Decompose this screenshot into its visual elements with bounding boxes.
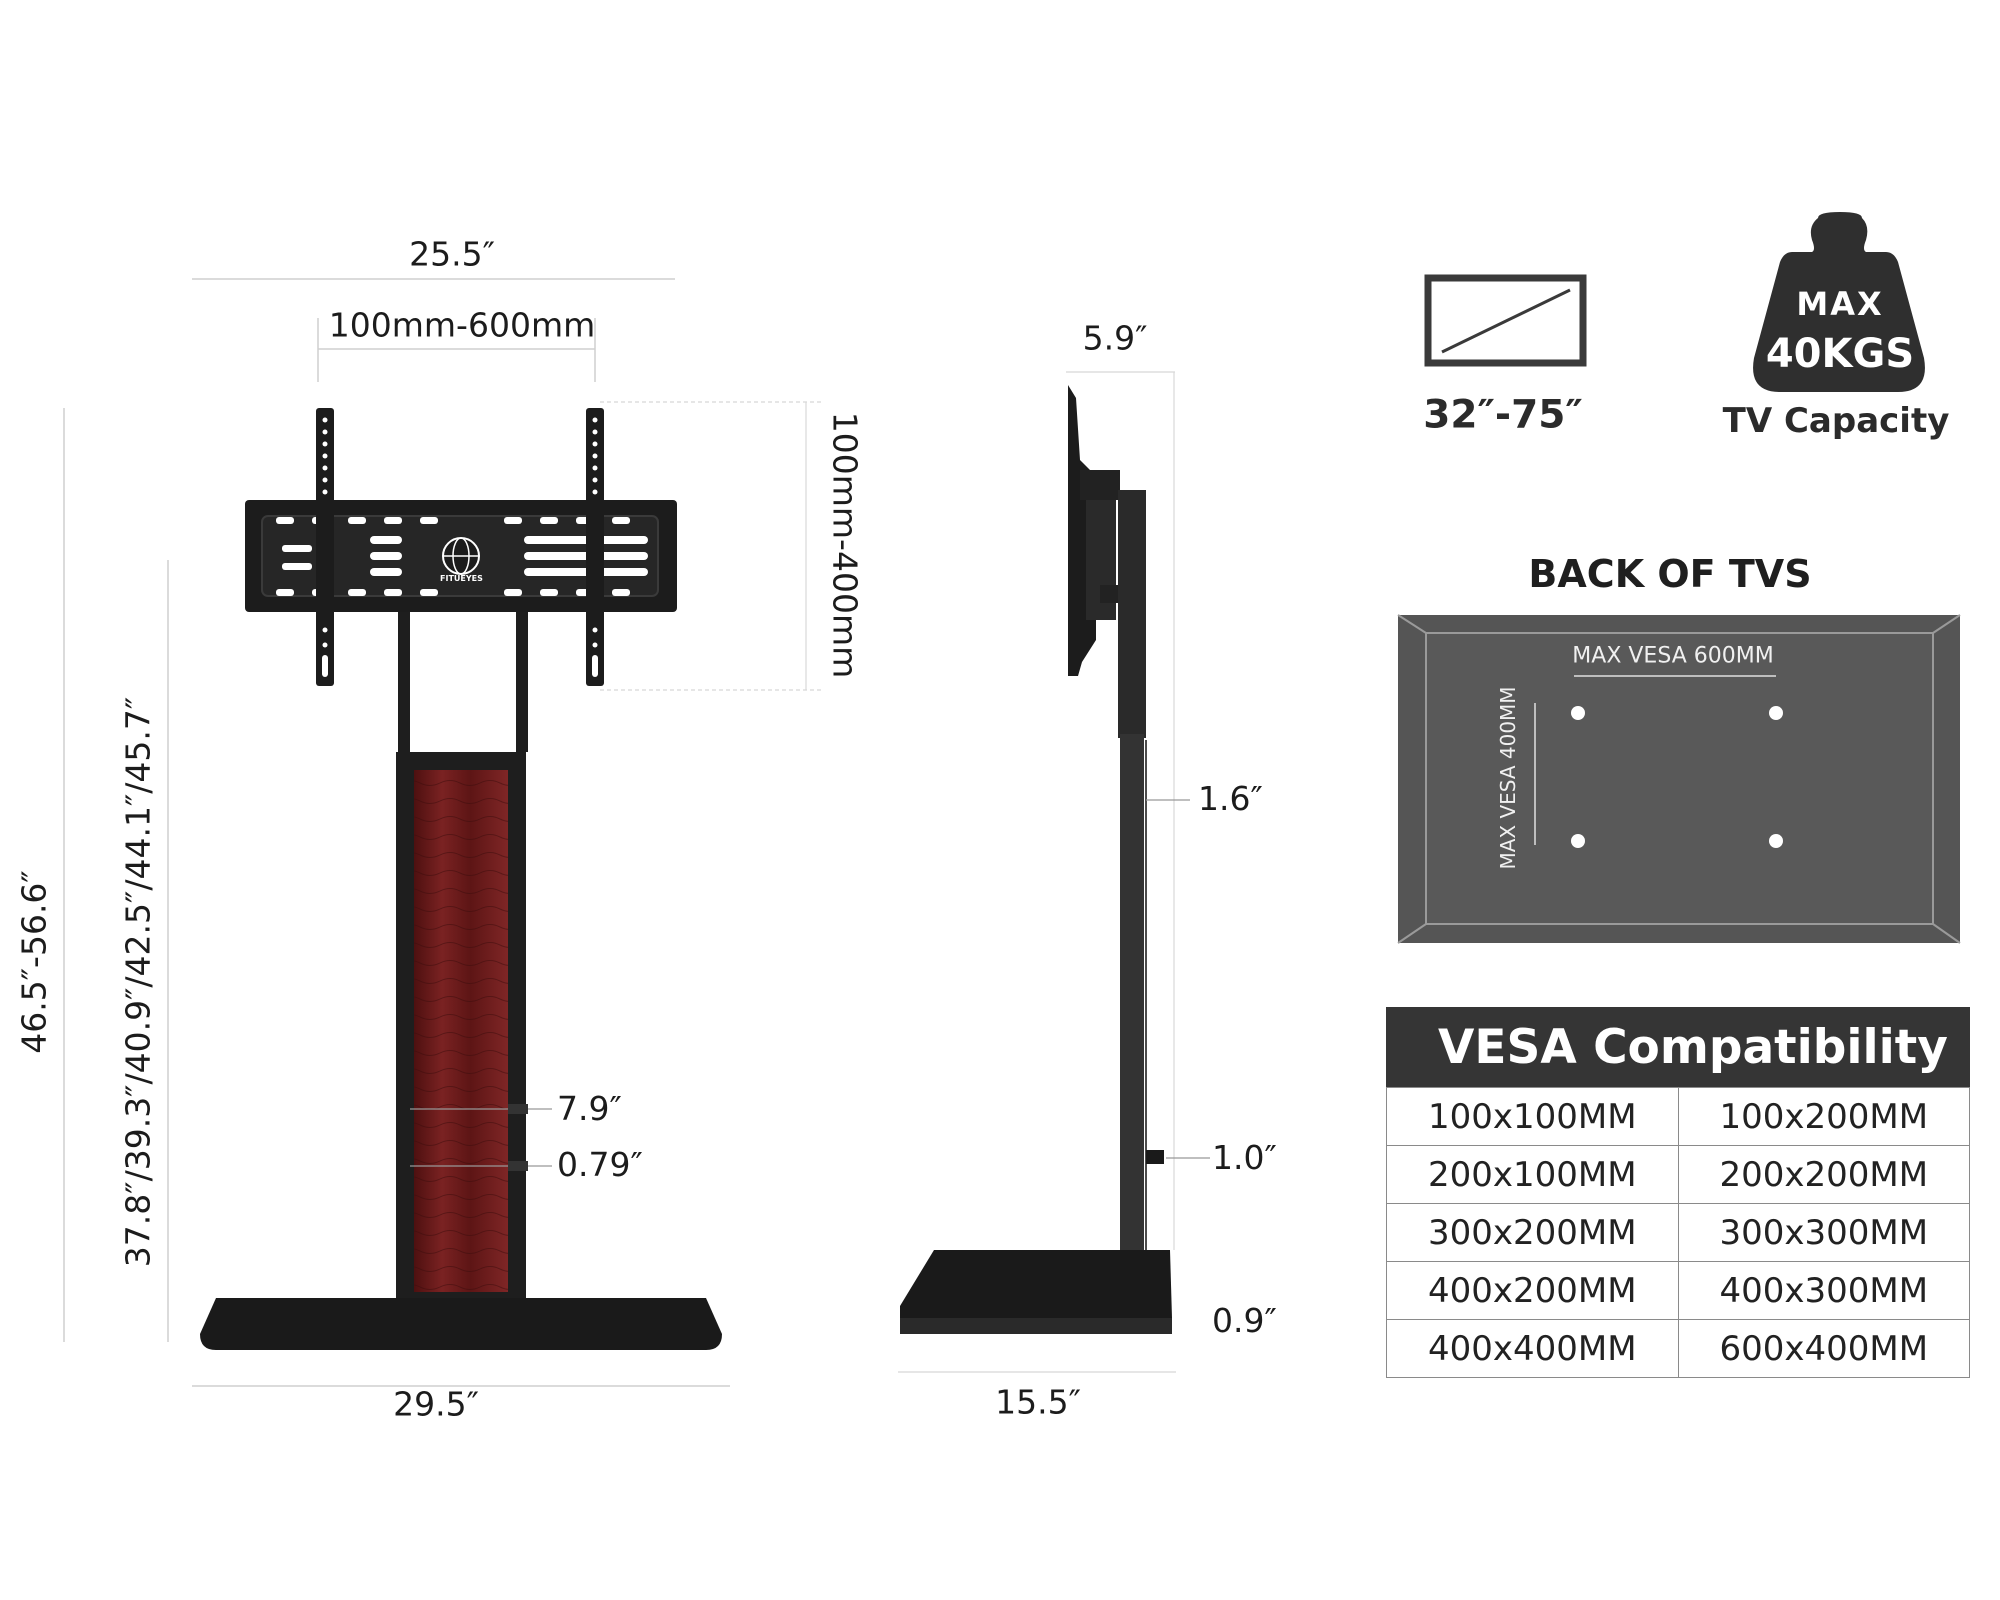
total-height-label: 46.5″-56.6″ [14,870,54,1054]
vesa-table-title: VESA Compatibility [1386,1007,1970,1087]
vesa-hole-icon [1571,706,1585,720]
table-cell: 200x100MM [1386,1145,1679,1204]
table-cell: 200x200MM [1677,1145,1970,1204]
back-of-tvs-title: BACK OF TVS [1528,552,1812,596]
table-row: 100x100MM 100x200MM [1386,1087,1970,1146]
mount-heights-label: 37.8″/39.3″/40.9″/42.5″/44.1″/45.7″ [118,696,158,1268]
vesa-hole-icon [1571,834,1585,848]
vesa-hole-icon [1769,834,1783,848]
vesa-height-label: 100mm-400mm [825,411,865,679]
screen-size-label: 32″-75″ [1423,392,1583,438]
front-base [200,1298,722,1350]
table-row: 400x200MM 400x300MM [1386,1261,1970,1320]
side-pole [1120,734,1144,1294]
table-cell: 300x300MM [1677,1203,1970,1262]
overall-width-label: 25.5″ [409,234,495,274]
table-row: 400x400MM 600x400MM [1386,1319,1970,1378]
vesa-width-label: 100mm-600mm [328,305,596,345]
capacity-max-text: MAX [1796,285,1884,323]
weight-icon [1753,212,1925,392]
back-of-tv-panel [1397,614,1961,944]
hanging-arms [316,408,604,686]
capacity-label: TV Capacity [1722,401,1950,441]
table-cell: 400x200MM [1386,1261,1679,1320]
table-row: 300x200MM 300x300MM [1386,1203,1970,1262]
front-view [63,278,822,1387]
vesa-horizontal-label: MAX VESA 600MM [1572,643,1774,669]
table-cell: 100x200MM [1677,1087,1970,1146]
table-cell: 600x400MM [1677,1319,1970,1378]
brand-logo-text: FITUEYES [440,574,483,583]
table-cell: 400x400MM [1386,1319,1679,1378]
tv-screen-icon [1424,274,1587,367]
base-width-label: 29.5″ [393,1384,479,1424]
table-cell: 100x100MM [1386,1087,1679,1146]
column-gap-label: 0.79″ [557,1145,643,1184]
table-row: 200x100MM 200x200MM [1386,1145,1970,1204]
side-base [900,1250,1172,1318]
base-thickness-label: 0.9″ [1212,1301,1277,1340]
capacity-value-text: 40KGS [1765,331,1915,377]
column-width-label: 7.9″ [557,1089,622,1128]
vesa-hole-icon [1769,706,1783,720]
pole-width-label: 1.6″ [1198,779,1263,818]
vesa-vertical-label: MAX VESA 400MM [1496,686,1520,870]
table-cell: 400x300MM [1677,1261,1970,1320]
lower-section-label: 1.0″ [1212,1138,1277,1177]
side-view [898,371,1210,1373]
base-depth-label: 15.5″ [995,1382,1081,1422]
vesa-compatibility-table: 100x100MM 100x200MM 200x100MM 200x200MM … [1386,1087,1970,1378]
table-cell: 300x200MM [1386,1203,1679,1262]
bracket-depth-label: 5.9″ [1082,318,1148,358]
